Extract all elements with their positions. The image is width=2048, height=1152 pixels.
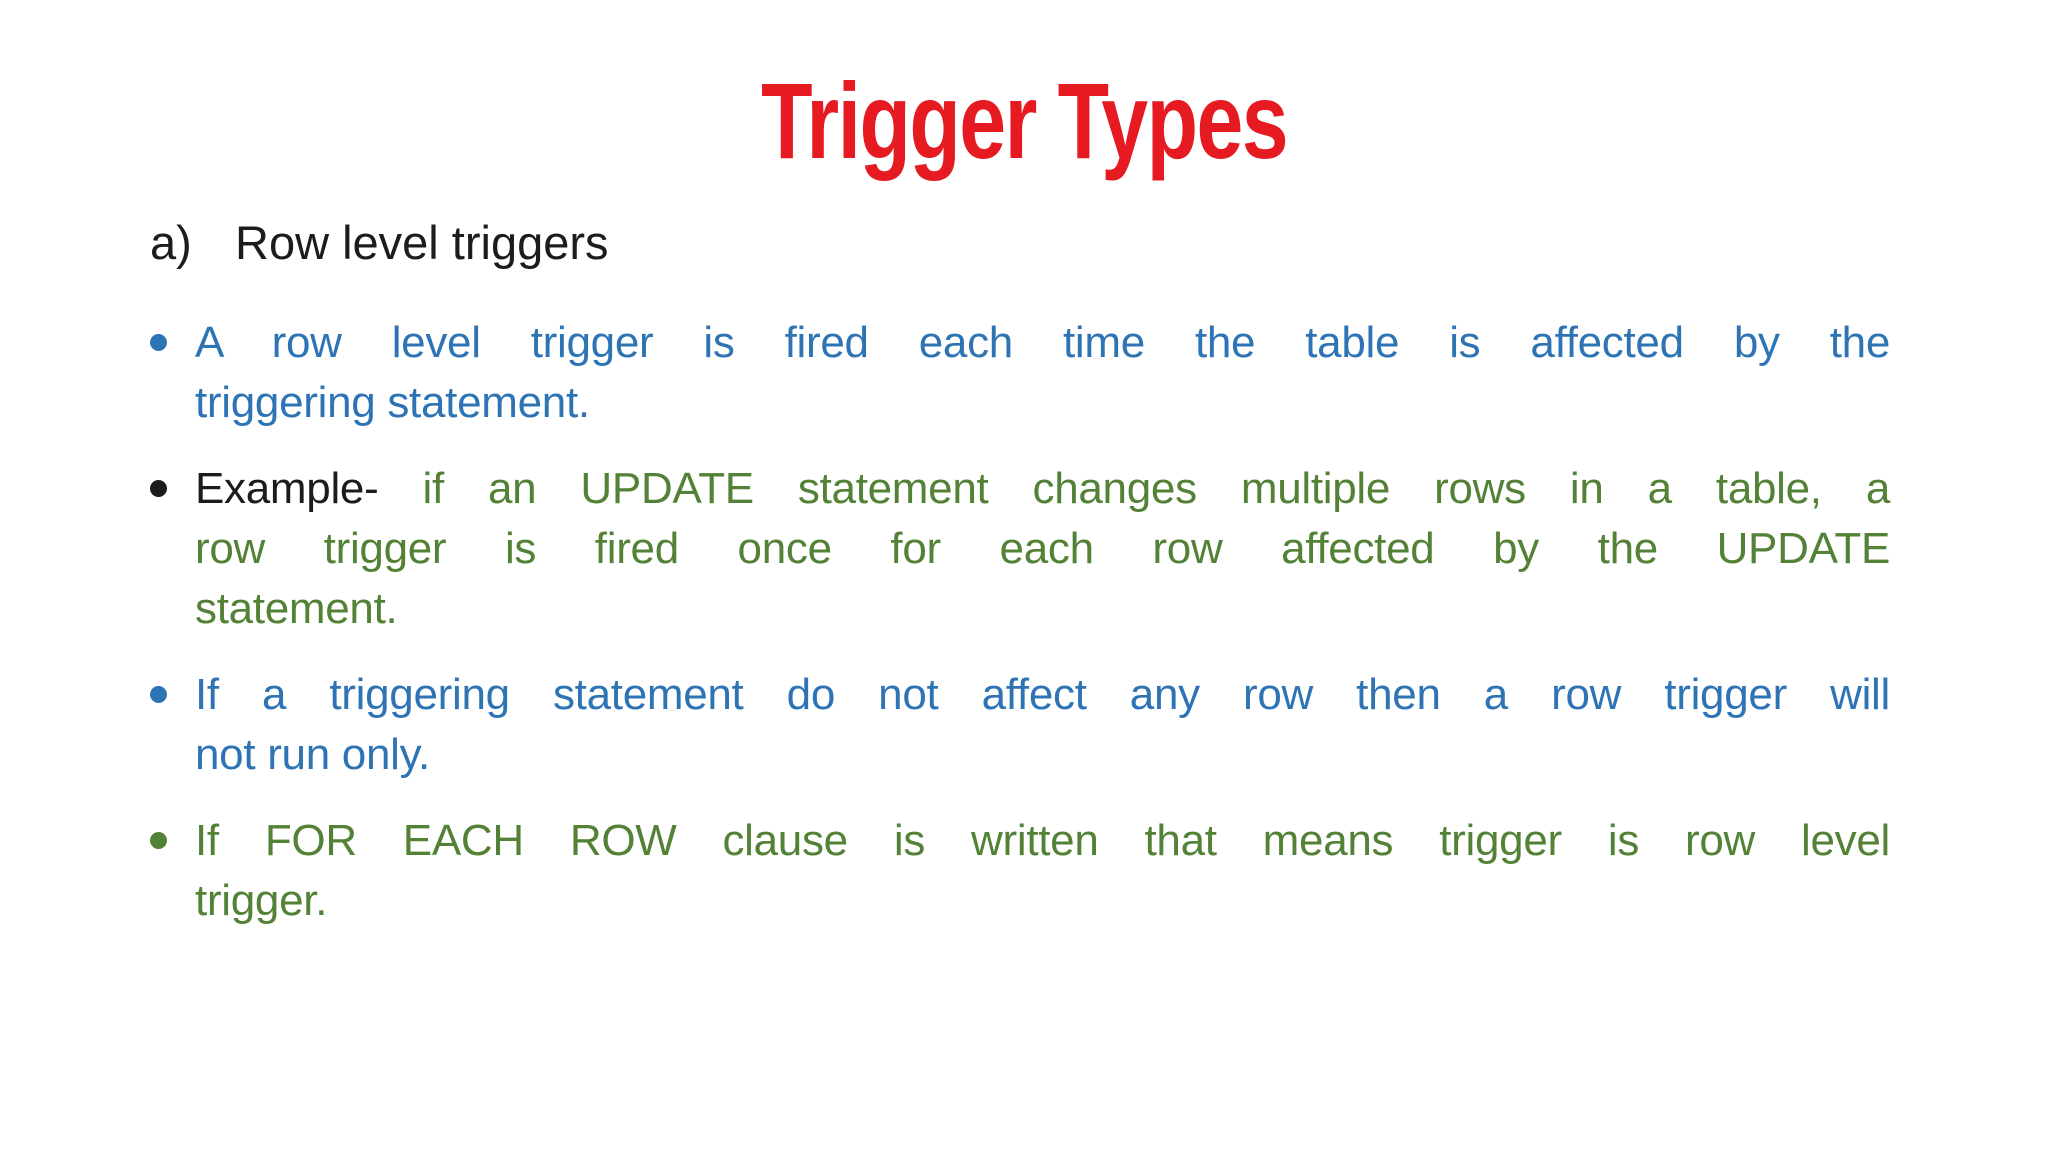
bullet-line: not run only. [195, 725, 1890, 785]
bullet-line: row trigger is fired once for each row a… [195, 519, 1890, 579]
bullet-item: If FOR EACH ROW clause is written that m… [150, 811, 1890, 931]
bullet-dot-icon [150, 479, 167, 497]
text-segment: A row level trigger is fired each time t… [195, 317, 1890, 367]
text-segment: statement. [195, 583, 398, 633]
slide-content: a) Row level triggers A row level trigge… [150, 212, 1890, 931]
bullet-item: A row level trigger is fired each time t… [150, 313, 1890, 433]
bullet-text: If a triggering statement do not affect … [195, 665, 1890, 785]
bullet-list: A row level trigger is fired each time t… [150, 313, 1890, 931]
bullet-line: triggering statement. [195, 373, 1890, 433]
bullet-text: Example- if an UPDATE statement changes … [195, 459, 1890, 639]
bullet-line: statement. [195, 579, 1890, 639]
text-segment: row trigger is fired once for each row a… [195, 523, 1890, 573]
text-segment: trigger. [195, 875, 328, 925]
text-segment: Example- [195, 463, 423, 513]
text-segment: If FOR EACH ROW clause is written that m… [195, 815, 1890, 865]
bullet-dot-icon [150, 685, 167, 703]
section-heading: a) Row level triggers [150, 212, 1890, 273]
bullet-dot-cell [150, 459, 195, 639]
bullet-item: If a triggering statement do not affect … [150, 665, 1890, 785]
bullet-item: Example- if an UPDATE statement changes … [150, 459, 1890, 639]
bullet-line: A row level trigger is fired each time t… [195, 313, 1890, 373]
text-segment: not run only. [195, 729, 430, 779]
bullet-line: trigger. [195, 871, 1890, 931]
bullet-text: A row level trigger is fired each time t… [195, 313, 1890, 433]
text-segment: if an UPDATE statement changes multiple … [422, 463, 1891, 513]
section-heading-marker: a) [150, 215, 192, 269]
bullet-line: If FOR EACH ROW clause is written that m… [195, 811, 1890, 871]
text-segment: If a triggering statement do not affect … [195, 669, 1890, 719]
slide-title: Trigger Types [0, 56, 2048, 186]
bullet-dot-cell [150, 313, 195, 433]
bullet-dot-cell [150, 811, 195, 931]
bullet-dot-icon [150, 831, 167, 849]
bullet-line: Example- if an UPDATE statement changes … [195, 459, 1890, 519]
bullet-dot-cell [150, 665, 195, 785]
slide-title-text: Trigger Types [761, 60, 1288, 181]
section-heading-text: Row level triggers [235, 215, 609, 269]
text-segment: triggering statement. [195, 377, 590, 427]
bullet-dot-icon [150, 333, 167, 351]
bullet-text: If FOR EACH ROW clause is written that m… [195, 811, 1890, 931]
bullet-line: If a triggering statement do not affect … [195, 665, 1890, 725]
